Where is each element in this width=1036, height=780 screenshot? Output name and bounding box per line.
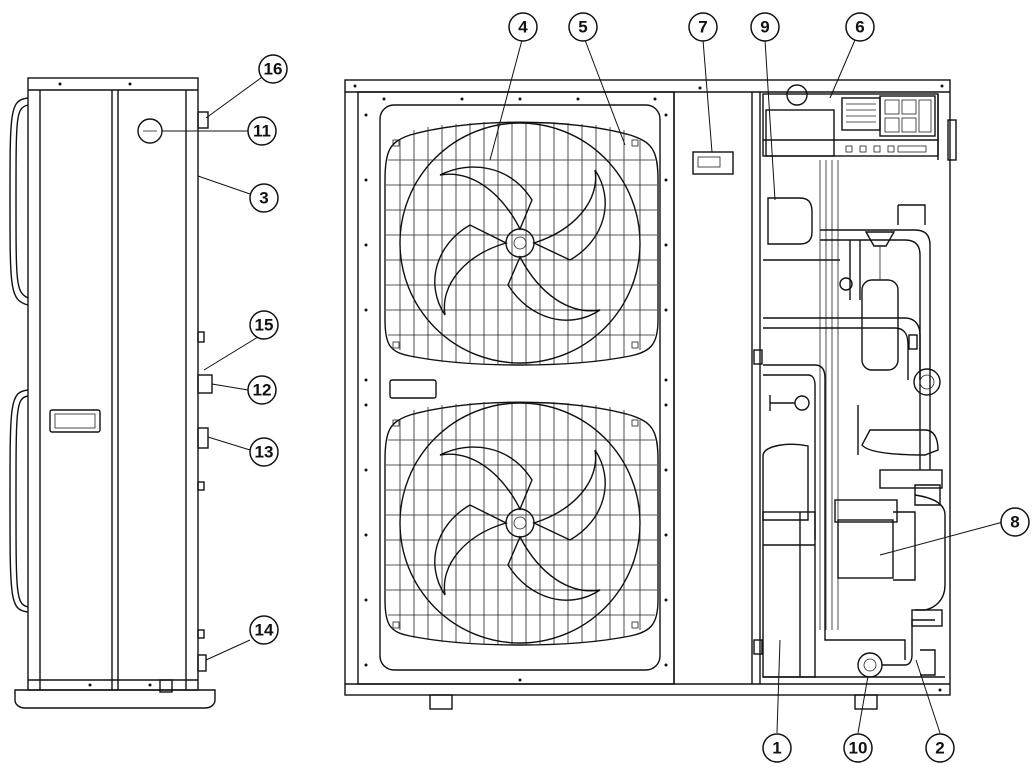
callout-10: 10 [843, 733, 873, 763]
callout-12: 12 [247, 375, 277, 405]
svg-text:8: 8 [1010, 513, 1019, 532]
callout-14: 14 [249, 615, 279, 645]
svg-text:11: 11 [253, 122, 271, 141]
callout-11: 11 [247, 116, 277, 146]
side-fan-bottom-bulge [9, 389, 29, 613]
front-handle [389, 379, 437, 399]
front-view [344, 79, 957, 710]
internals [753, 84, 957, 678]
callout-15: 15 [249, 310, 279, 340]
callout-2: 2 [925, 733, 955, 763]
side-base [14, 689, 216, 709]
side-fan-top-bulge [9, 97, 29, 306]
svg-text:15: 15 [255, 316, 274, 335]
fan-grille-top [384, 121, 659, 366]
svg-text:6: 6 [855, 18, 864, 37]
side-view [9, 77, 216, 709]
electrical-box [762, 93, 939, 157]
svg-text:16: 16 [264, 60, 283, 79]
circulation-pump [837, 519, 894, 579]
svg-text:13: 13 [255, 443, 274, 462]
expansion-vessel [767, 197, 813, 245]
callout-1: 1 [762, 733, 792, 763]
callout-9: 9 [750, 12, 780, 42]
water-connection-10 [857, 652, 883, 678]
svg-text:12: 12 [253, 381, 272, 400]
svg-text:7: 7 [698, 18, 707, 37]
fan-grille-bottom [384, 401, 659, 646]
fan-bottom [384, 401, 659, 646]
fan-frame [379, 104, 661, 671]
callout-7: 7 [688, 12, 718, 42]
receiver [861, 279, 899, 371]
callout-6: 6 [845, 12, 875, 42]
callout-13: 13 [249, 437, 279, 467]
callout-5: 5 [568, 12, 598, 42]
compressor [762, 511, 816, 678]
svg-text:14: 14 [255, 621, 274, 640]
svg-text:3: 3 [259, 189, 268, 208]
connection-13 [197, 427, 209, 449]
svg-text:10: 10 [849, 739, 868, 758]
controller-display [692, 151, 734, 175]
fan-top [384, 121, 659, 366]
leader-lines [162, 39, 1004, 734]
callout-8: 8 [1000, 507, 1030, 537]
svg-text:1: 1 [772, 739, 781, 758]
svg-text:2: 2 [935, 739, 944, 758]
svg-text:9: 9 [760, 18, 769, 37]
connection-12 [197, 374, 213, 394]
side-body [27, 77, 199, 691]
front-body [344, 79, 951, 696]
side-handle [49, 409, 101, 433]
callout-4: 4 [508, 12, 538, 42]
svg-text:5: 5 [578, 18, 587, 37]
callout-3: 3 [249, 183, 279, 213]
callout-16: 16 [258, 54, 288, 84]
connection-14 [197, 654, 207, 672]
svg-text:4: 4 [518, 18, 528, 37]
connection-16 [197, 111, 209, 129]
